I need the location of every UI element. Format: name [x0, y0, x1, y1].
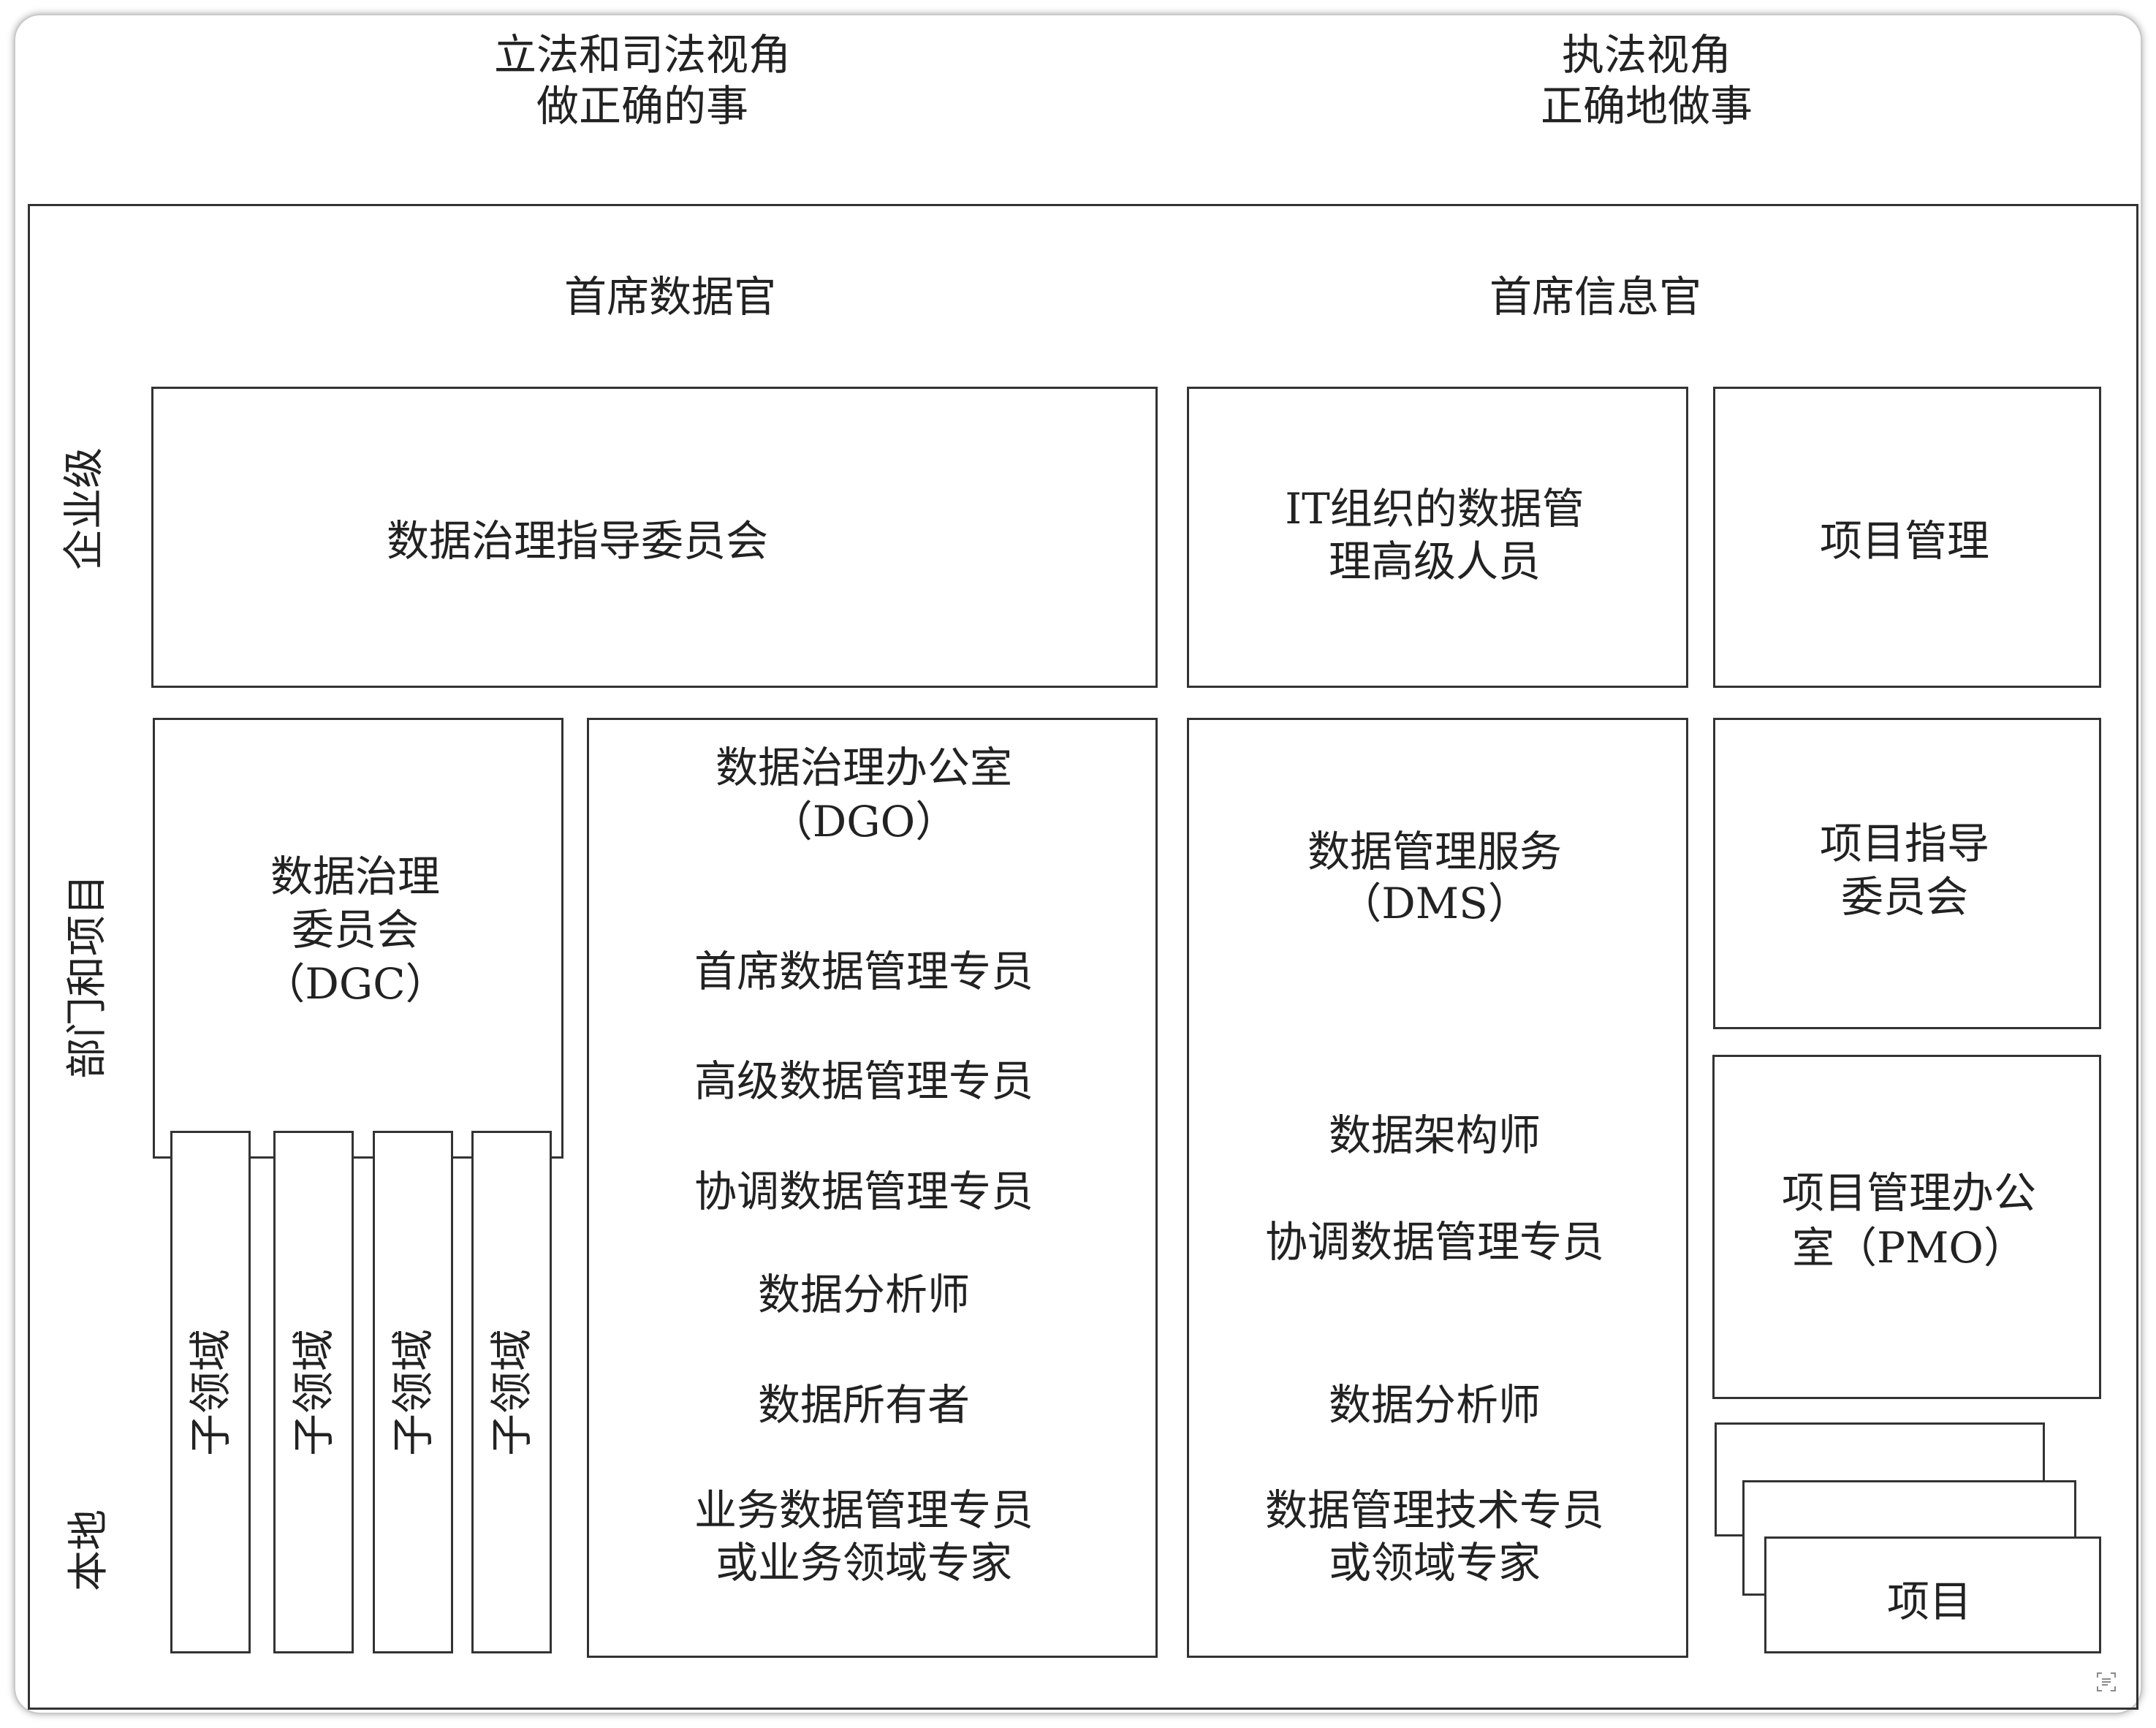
dgo-member-senior-steward: 高级数据管理专员 [694, 1056, 1034, 1106]
scan-text-icon[interactable] [2096, 1672, 2117, 1692]
level-local-label: 本地 [65, 1509, 113, 1591]
subdomain-label-2: 子领域 [289, 1328, 338, 1456]
dgo-title-line2: （DGO） [770, 797, 958, 846]
executive-perspective-line1: 执法视角 [1561, 30, 1732, 80]
subdomain-bar-1: 子领域 [170, 1131, 251, 1653]
executive-perspective-line2: 正确地做事 [1540, 81, 1753, 131]
dg-steering-committee-box [151, 387, 1158, 688]
subdomain-bar-4: 子领域 [471, 1131, 552, 1653]
it-data-mgmt-executive-label-line2: 理高级人员 [1328, 537, 1541, 586]
subdomain-label-1: 子领域 [186, 1328, 235, 1456]
subdomain-bar-2: 子领域 [273, 1131, 354, 1653]
dgo-member-business-steward-line1: 业务数据管理专员 [694, 1485, 1034, 1535]
dgo-member-data-analyst: 数据分析师 [757, 1270, 971, 1319]
chief-data-officer-heading: 首席数据官 [563, 272, 777, 322]
subdomain-label-3: 子领域 [388, 1328, 438, 1456]
dms-title-line2: （DMS） [1339, 879, 1530, 928]
project-label: 项目 [1886, 1577, 1973, 1626]
dgo-member-business-steward-line2: 或业务领域专家 [715, 1538, 1013, 1588]
dgo-title-line1: 数据治理办公室 [715, 743, 1013, 792]
subdomain-label-4: 子领域 [487, 1328, 536, 1456]
dgo-member-coordinating-steward: 协调数据管理专员 [694, 1167, 1034, 1216]
dgc-label-line3: （DGC） [262, 959, 448, 1009]
program-management-label: 项目管理 [1819, 516, 1990, 566]
subdomain-bar-3: 子领域 [373, 1131, 453, 1653]
legislative-judicial-perspective-line1: 立法和司法视角 [493, 30, 792, 80]
program-steering-committee-label-line1: 项目指导 [1819, 819, 1990, 868]
it-data-mgmt-executive-box [1187, 387, 1688, 688]
legislative-judicial-perspective-line2: 做正确的事 [536, 81, 749, 131]
dg-steering-committee-label: 数据治理指导委员会 [386, 516, 769, 566]
dgc-box [153, 718, 563, 1159]
dms-box [1187, 718, 1688, 1658]
dgc-label-line1: 数据治理 [270, 852, 441, 901]
pmo-label-line2: 室（PMO） [1792, 1223, 2026, 1273]
project-box-front [1764, 1536, 2101, 1653]
level-divisions-programs-label: 部门和项目 [64, 874, 111, 1079]
dms-member-coordinating-steward: 协调数据管理专员 [1264, 1217, 1605, 1267]
dms-member-technical-steward-line1: 数据管理技术专员 [1264, 1485, 1605, 1535]
program-management-box [1713, 387, 2101, 688]
dgo-member-data-owner: 数据所有者 [757, 1380, 971, 1430]
it-data-mgmt-executive-label-line1: IT组织的数据管 [1285, 484, 1584, 534]
dms-title-line1: 数据管理服务 [1307, 827, 1563, 876]
pmo-label-line1: 项目管理办公 [1781, 1168, 2037, 1218]
dgo-box [587, 718, 1158, 1658]
level-enterprise-label: 企业级 [61, 447, 108, 570]
chief-information-officer-heading: 首席信息官 [1489, 272, 1702, 322]
pmo-box [1712, 1055, 2101, 1399]
dgo-member-chief-steward: 首席数据管理专员 [694, 947, 1034, 996]
dms-member-data-architect: 数据架构师 [1328, 1110, 1541, 1160]
program-steering-committee-box [1713, 718, 2101, 1029]
governance-frame [28, 204, 2138, 1710]
dms-member-data-analyst: 数据分析师 [1328, 1380, 1541, 1430]
program-steering-committee-label-line2: 委员会 [1840, 872, 1969, 922]
dgc-label-line2: 委员会 [291, 905, 420, 955]
dms-member-technical-steward-line2: 或领域专家 [1328, 1538, 1541, 1588]
